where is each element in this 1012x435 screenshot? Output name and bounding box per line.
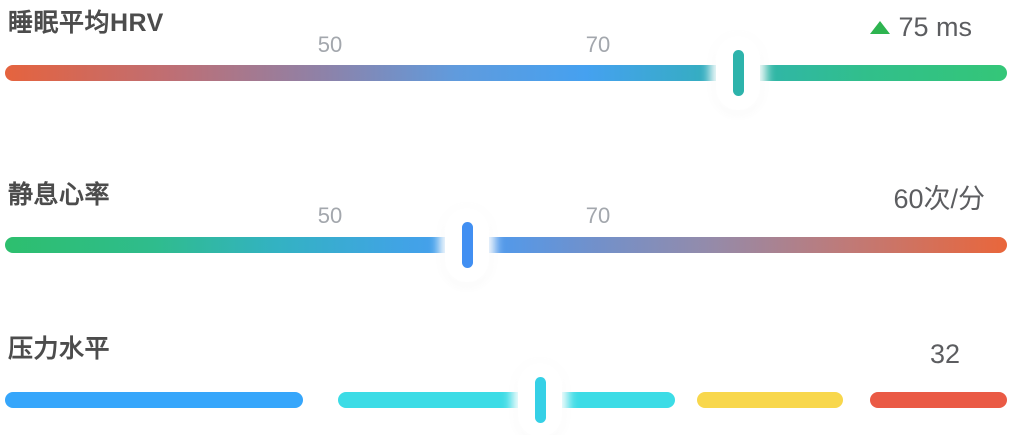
metric-label-stress-level: 压力水平 (8, 335, 111, 363)
metric-label-resting-heart-rate: 静息心率 (8, 181, 111, 209)
stress-segment-low (5, 392, 303, 408)
metric-value-sleep-hrv: 75 ms (870, 14, 972, 41)
metric-value-resting-heart-rate: 60次/分 (893, 186, 985, 213)
metric-value-text: 32 (929, 339, 960, 369)
tick-label-50: 50 (317, 203, 343, 228)
hrv-gradient-track (5, 65, 1007, 81)
tick-label-70: 70 (585, 203, 611, 228)
stress-segment-medium (697, 392, 843, 408)
stress-segment-high (870, 392, 1007, 408)
slider-handle-thumb (461, 222, 473, 268)
tick-label-70: 70 (585, 32, 611, 57)
stress-slider-handle[interactable] (518, 363, 562, 435)
slider-handle-thumb (732, 50, 744, 96)
slider-handle-thumb (534, 377, 546, 423)
hrv-slider-handle[interactable] (716, 36, 760, 110)
stress-segment-normal (338, 392, 675, 408)
tick-label-50: 50 (317, 32, 343, 57)
metric-value-stress-level: 32 (930, 341, 960, 368)
metric-label-sleep-hrv: 睡眠平均HRV (8, 9, 164, 37)
metric-value-text: 60次/分 (893, 184, 985, 214)
heart-rate-gradient-track (5, 237, 1007, 253)
heart-rate-slider-handle[interactable] (445, 208, 489, 282)
trend-up-icon (870, 21, 891, 34)
metric-value-text: 75 ms (898, 12, 972, 42)
